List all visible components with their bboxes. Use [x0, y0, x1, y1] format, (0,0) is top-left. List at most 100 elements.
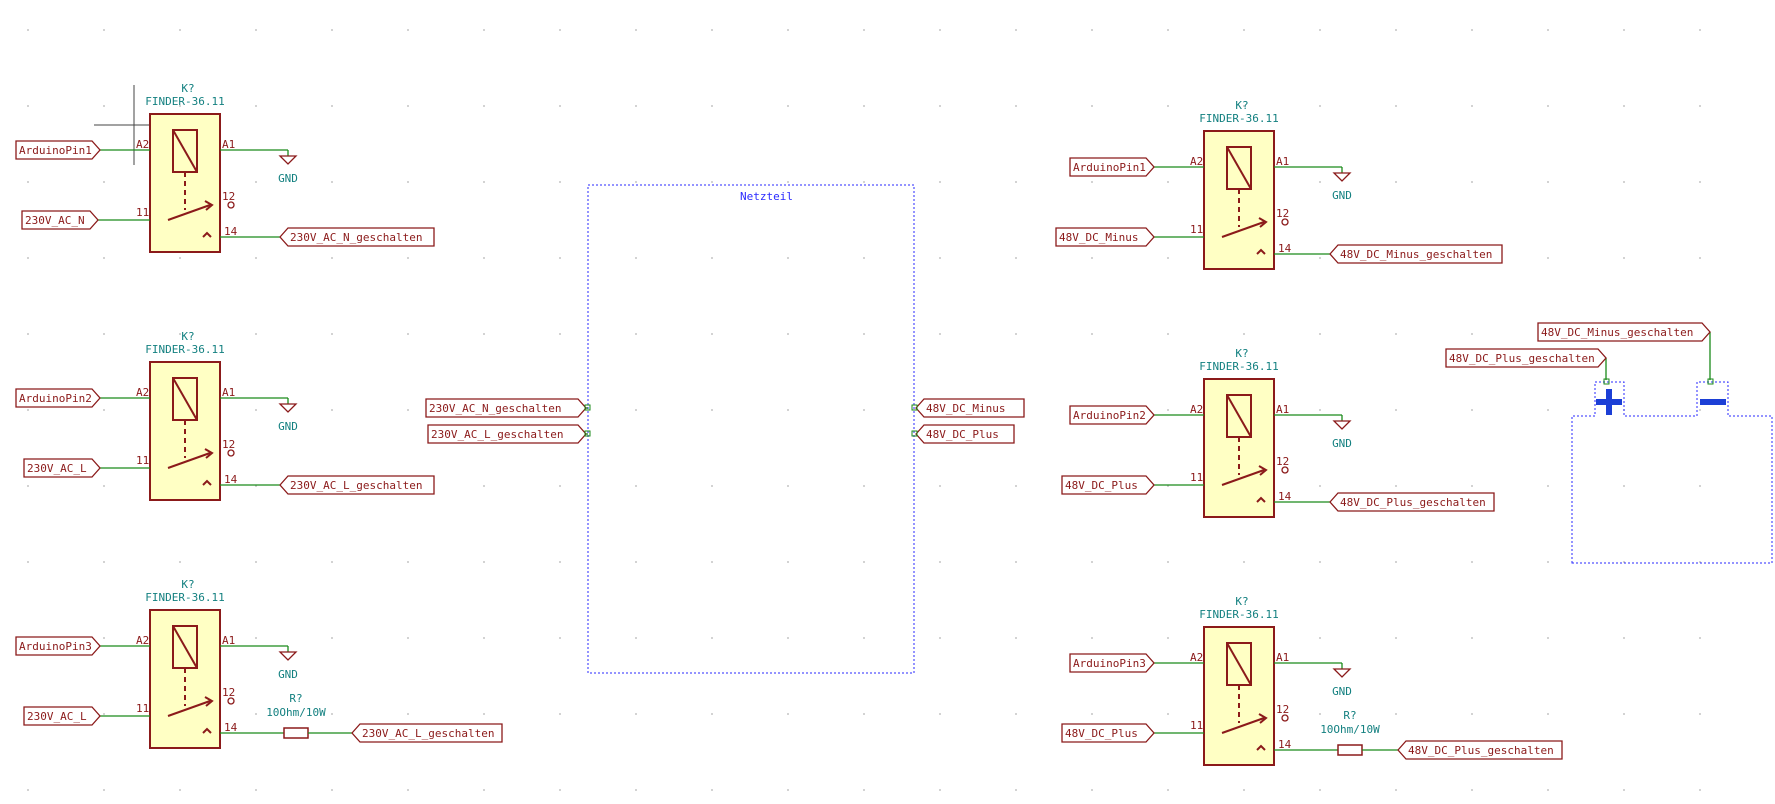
label-output[interactable]: 48V_DC_Plus_geschalten — [1329, 492, 1495, 512]
label-battery-plus[interactable]: 48V_DC_Plus_geschalten — [1445, 348, 1607, 368]
relay-body — [1203, 626, 1275, 766]
label-com-input[interactable]: 230V_AC_L — [23, 706, 101, 726]
gnd-symbol — [1332, 668, 1352, 678]
resistor[interactable] — [1337, 744, 1363, 756]
grid-dot — [1319, 333, 1321, 335]
grid-dot — [559, 181, 561, 183]
pin-14: 14 — [1278, 490, 1292, 503]
grid-dot — [1699, 409, 1701, 411]
sheet-pin-out-minus[interactable]: 48V_DC_Minus — [911, 398, 1025, 418]
grid-dot — [1319, 485, 1321, 487]
nc-contact — [1281, 466, 1289, 474]
grid-dot — [331, 637, 333, 639]
nc-contact — [227, 697, 235, 705]
pin-11: 11 — [136, 454, 149, 467]
label-battery-minus[interactable]: 48V_DC_Minus_geschalten — [1537, 322, 1711, 342]
label-com-input-text: 230V_AC_L — [27, 710, 87, 723]
label-output[interactable]: 230V_AC_N_geschalten — [279, 227, 435, 247]
grid-dot — [1091, 637, 1093, 639]
grid-dot — [103, 637, 105, 639]
label-com-input[interactable]: 48V_DC_Plus — [1061, 475, 1155, 495]
grid-dot — [1243, 29, 1245, 31]
grid-dot — [255, 561, 257, 563]
label-output[interactable]: 230V_AC_L_geschalten — [279, 475, 435, 495]
relay-k1[interactable]: K? FINDER-36.11 A2 A1 11 12 14 GND Ardui… — [15, 82, 435, 253]
label-com-input[interactable]: 230V_AC_N — [21, 210, 99, 230]
pin-12: 12 — [1276, 703, 1289, 716]
grid-dot — [1395, 181, 1397, 183]
label-com-input[interactable]: 48V_DC_Plus — [1061, 723, 1155, 743]
grid-dot — [863, 637, 865, 639]
pin-11: 11 — [1190, 719, 1203, 732]
relay-k6[interactable]: K? FINDER-36.11 A2 A1 11 12 14 GND R? 10… — [1061, 595, 1563, 766]
label-com-input[interactable]: 48V_DC_Minus — [1055, 227, 1155, 247]
label-coil-input[interactable]: ArduinoPin3 — [15, 636, 101, 656]
grid-dot — [27, 181, 29, 183]
sheet-pin-in-l-text: 230V_AC_L_geschalten — [431, 428, 563, 441]
label-output-text: 48V_DC_Minus_geschalten — [1340, 248, 1492, 261]
grid-dot — [483, 105, 485, 107]
label-coil-input[interactable]: ArduinoPin1 — [15, 140, 101, 160]
sheet-pin-in-n[interactable]: 230V_AC_N_geschalten — [425, 398, 591, 418]
resistor-ref: R? — [1343, 709, 1356, 722]
grid-dot — [1623, 105, 1625, 107]
grid-dot — [1091, 29, 1093, 31]
grid-dot — [103, 257, 105, 259]
grid-dot — [1699, 789, 1701, 791]
label-coil-input[interactable]: ArduinoPin2 — [1069, 405, 1155, 425]
label-coil-input[interactable]: ArduinoPin3 — [1069, 653, 1155, 673]
label-com-input[interactable]: 230V_AC_L — [23, 458, 101, 478]
label-output-text: 230V_AC_N_geschalten — [290, 231, 422, 244]
grid-dot — [331, 789, 333, 791]
label-output[interactable]: 48V_DC_Plus_geschalten — [1397, 740, 1563, 760]
resistor[interactable] — [283, 727, 309, 739]
label-output[interactable]: 48V_DC_Minus_geschalten — [1329, 244, 1503, 264]
grid-dot — [939, 789, 941, 791]
grid-dot — [559, 485, 561, 487]
sheet-pin-out-plus-text: 48V_DC_Plus — [926, 428, 999, 441]
grid-dot — [1699, 485, 1701, 487]
grid-dot — [1471, 485, 1473, 487]
grid-dot — [483, 561, 485, 563]
grid-dot — [331, 713, 333, 715]
grid-dot — [331, 29, 333, 31]
label-coil-input-text: ArduinoPin2 — [1073, 409, 1146, 422]
grid-dot — [27, 789, 29, 791]
grid-dot — [103, 485, 105, 487]
relay-k2[interactable]: K? FINDER-36.11 A2 A1 11 12 14 GND Ardui… — [15, 330, 435, 501]
relay-k3[interactable]: K? FINDER-36.11 A2 A1 11 12 14 GND R? 10… — [15, 578, 503, 749]
grid-dot — [27, 409, 29, 411]
relay-switch-tip — [204, 448, 214, 459]
grid-dot — [103, 713, 105, 715]
pin-14: 14 — [224, 473, 238, 486]
relay-value: FINDER-36.11 — [145, 591, 224, 604]
pin-12: 12 — [222, 686, 235, 699]
pin-14: 14 — [224, 721, 238, 734]
grid-dot — [179, 105, 181, 107]
label-coil-input[interactable]: ArduinoPin1 — [1069, 157, 1155, 177]
pin-11: 11 — [1190, 471, 1203, 484]
pin-a2: A2 — [1190, 651, 1203, 664]
grid-dot — [1471, 561, 1473, 563]
grid-dot — [1015, 713, 1017, 715]
grid-dot — [1167, 713, 1169, 715]
grid-dot — [1091, 333, 1093, 335]
sheet-pin-out-plus[interactable]: 48V_DC_Plus — [911, 424, 1015, 444]
grid-dot — [1471, 637, 1473, 639]
gnd-symbol — [1332, 420, 1352, 430]
label-coil-input[interactable]: ArduinoPin2 — [15, 388, 101, 408]
grid-dot — [1395, 561, 1397, 563]
relay-k5[interactable]: K? FINDER-36.11 A2 A1 11 12 14 GND Ardui… — [1061, 347, 1495, 518]
sheet-netzteil[interactable]: Netzteil 230V_AC_N_geschalten 230V_AC_L_… — [425, 184, 1025, 674]
grid-dot — [559, 713, 561, 715]
no-contact-caret — [1256, 744, 1266, 751]
nc-contact — [1281, 218, 1289, 226]
grid-dot — [1471, 333, 1473, 335]
relay-k4[interactable]: K? FINDER-36.11 A2 A1 11 12 14 GND Ardui… — [1055, 99, 1503, 270]
battery[interactable]: 48V_DC_Minus_geschalten 48V_DC_Plus_gesc… — [1445, 322, 1773, 564]
label-output[interactable]: 230V_AC_L_geschalten — [351, 723, 503, 743]
sheet-pin-in-l[interactable]: 230V_AC_L_geschalten — [427, 424, 591, 444]
grid-dot — [1471, 29, 1473, 31]
grid-dot — [787, 789, 789, 791]
